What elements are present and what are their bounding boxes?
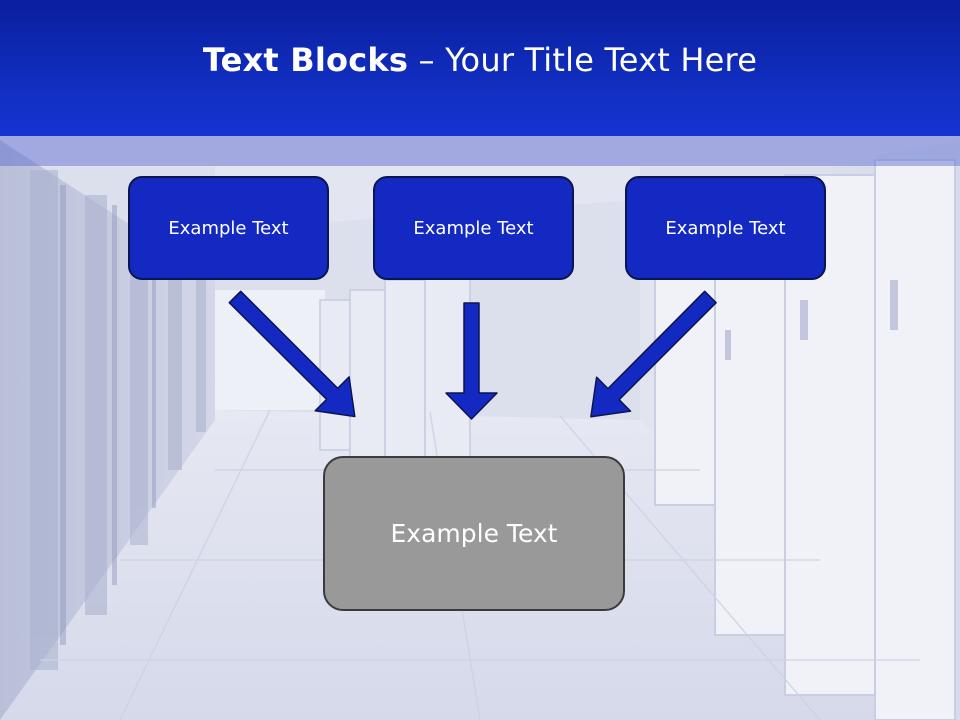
header-strip: [0, 136, 960, 166]
text-block-left[interactable]: Example Text: [128, 176, 329, 280]
text-block-right[interactable]: Example Text: [625, 176, 826, 280]
text-block-label: Example Text: [168, 217, 289, 239]
slide-title: Text Blocks – Your Title Text Here: [203, 41, 757, 79]
title-bold-part: Text Blocks: [202, 41, 409, 79]
text-block-label: Example Text: [413, 217, 534, 239]
text-block-bottom[interactable]: Example Text: [323, 456, 625, 611]
text-block-center[interactable]: Example Text: [373, 176, 574, 280]
text-block-label: Example Text: [390, 519, 558, 548]
text-block-label: Example Text: [665, 217, 786, 239]
title-bar: Text Blocks – Your Title Text Here: [0, 0, 960, 136]
title-regular-part: Your Title Text Here: [445, 41, 758, 79]
title-separator: –: [408, 41, 446, 79]
